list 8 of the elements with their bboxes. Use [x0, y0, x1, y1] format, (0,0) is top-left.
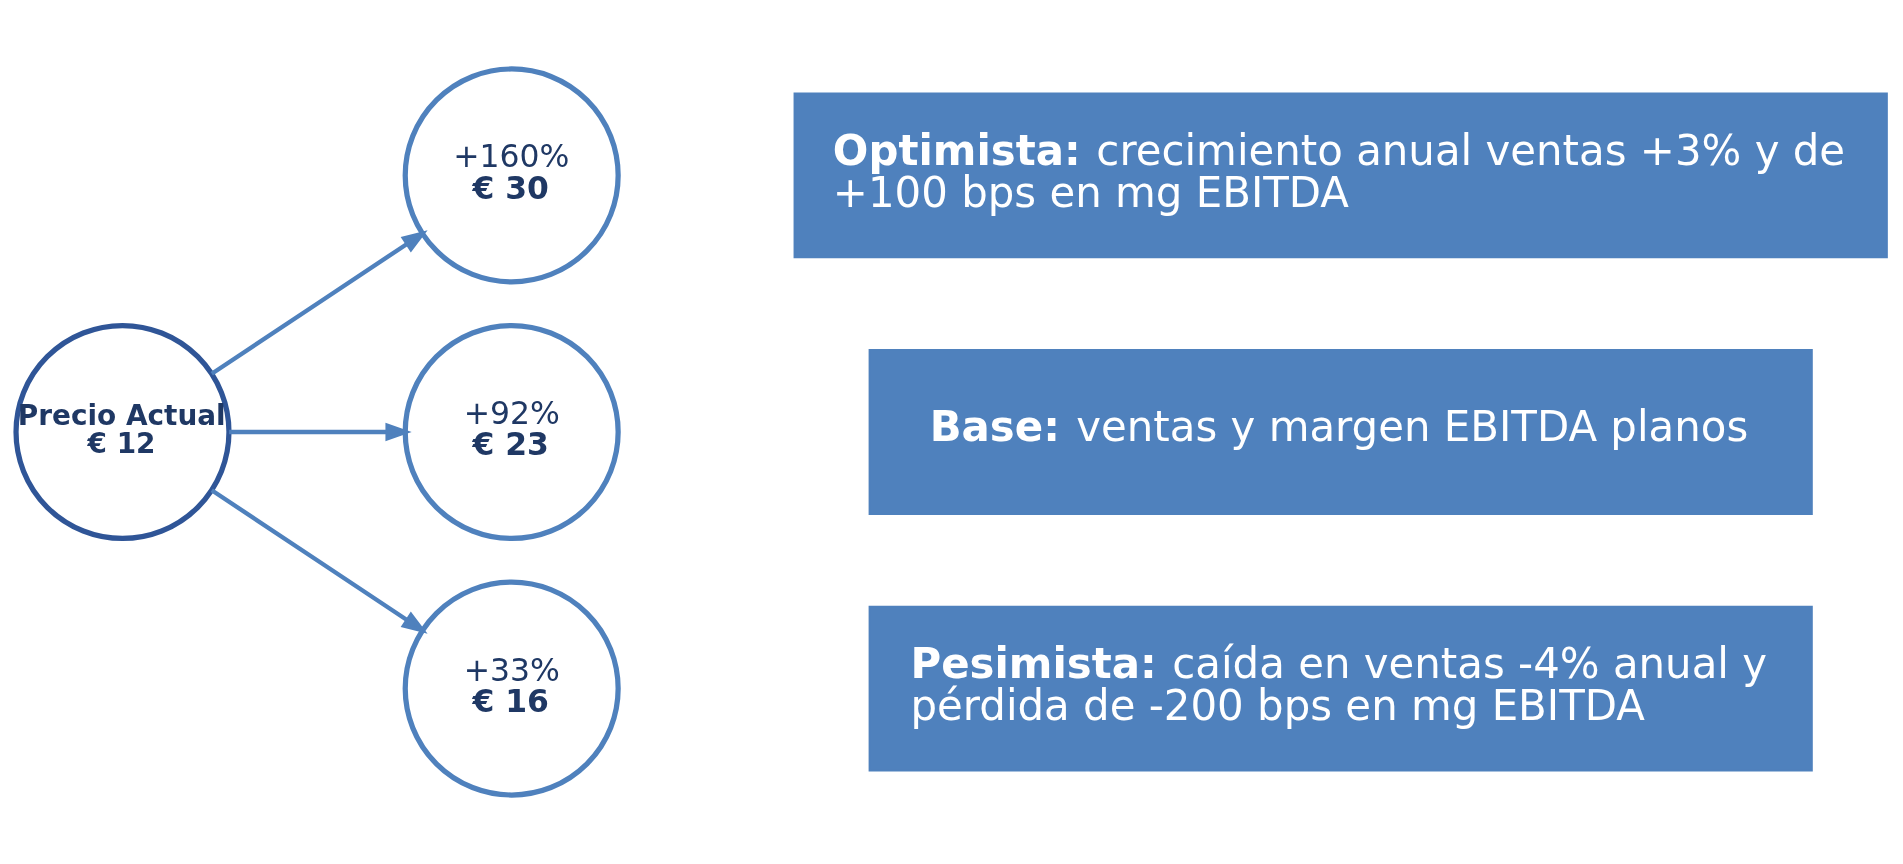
node-box: Base: ventas y margen EBITDA planos — [868, 349, 1813, 515]
arrow — [229, 422, 412, 442]
node-circle: +92% € 23 — [402, 322, 621, 542]
arrow — [210, 230, 428, 376]
node-box: Optimista: crecimiento anual ventas +3% y de +100 bps en mg EBITDA — [793, 92, 1888, 259]
arrow — [210, 488, 428, 634]
node-box: Pesimista: caída en ventas -4% anual y pérdida de -200 bps en mg EBITDA — [868, 605, 1813, 772]
node-circle: Precio Actual € 12 — [13, 322, 232, 542]
